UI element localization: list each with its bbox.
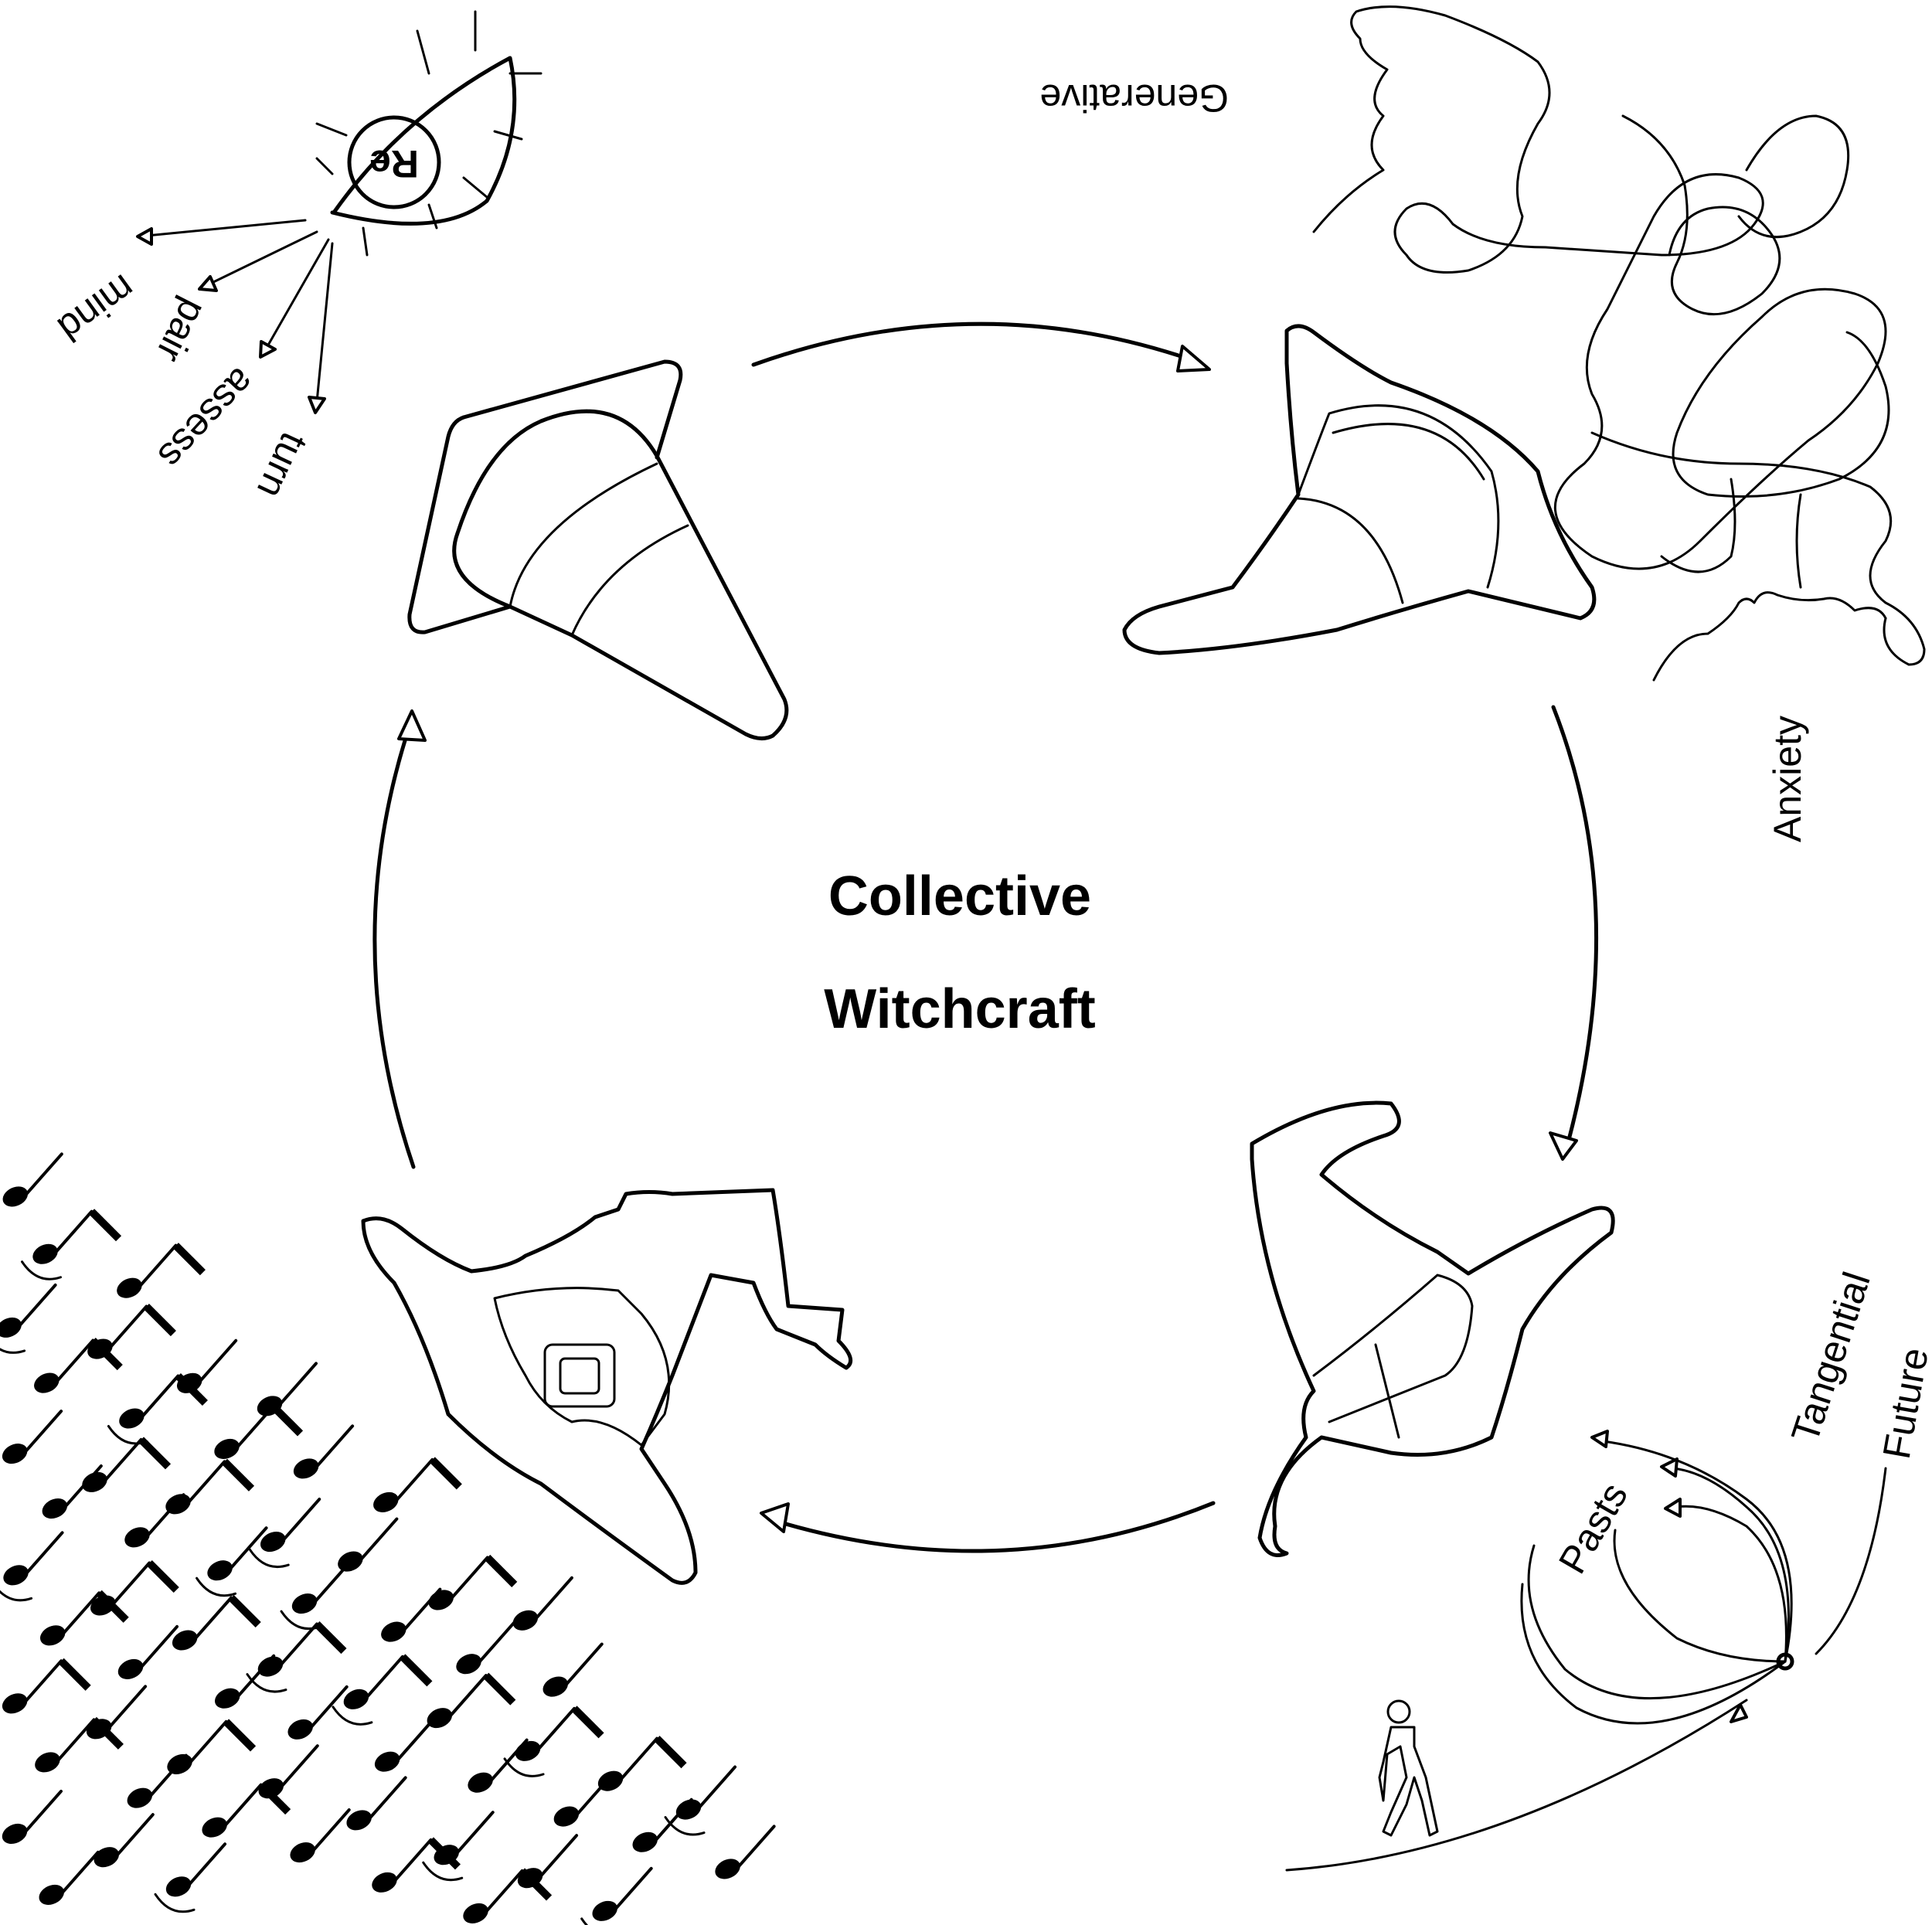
tangential-circles [1285,1430,1887,1872]
music-note-icon [346,1776,407,1831]
music-note-icon [280,1559,353,1631]
music-note-icon [127,1753,188,1808]
label-anxiety: Anxiety [1766,716,1809,842]
music-note-icon [167,1719,257,1774]
music-note-icon [456,1620,517,1675]
music-note-icon [2,1789,63,1844]
label-generative: Generative [1039,77,1229,120]
music-note-icon [39,1590,129,1646]
music-note-icon [82,1437,172,1492]
hat-stripes-top-right [1122,324,1597,655]
cycle-arrows [372,321,1599,1553]
music-note-icon [427,1672,516,1729]
music-note-icon [463,1868,553,1923]
music-note-icon [154,1842,227,1913]
word-assess: assess [150,360,264,478]
music-note-icon [468,1738,529,1793]
music-note-icon [214,1403,304,1459]
center-title-line1: Collective [828,866,1091,927]
music-note-icon [372,1837,461,1893]
music-note-icon [715,1825,776,1879]
arrow-bottom [778,1501,1216,1553]
word-pair: pair [148,292,216,369]
tangle-scribble [1312,5,1926,682]
music-note-icon [512,1576,573,1631]
eye-label: Re [369,142,419,185]
music-note-icon [107,1372,208,1445]
music-note-icon [94,1813,155,1868]
music-note-icon [503,1706,604,1777]
word-mind: mind [50,266,144,350]
music-note-icon [2,1410,63,1464]
label-future: Future [1875,1345,1932,1462]
music-note-icon [293,1424,355,1479]
music-note-icon [580,1866,653,1925]
music-note-icon [42,1464,103,1519]
music-note-icon [664,1765,737,1836]
music-note-icon [90,1559,179,1616]
arrow-right [1551,705,1599,1142]
music-note-icon [428,1554,518,1610]
music-note-icon [2,1658,91,1714]
word-turn: turn [249,426,316,505]
arrow-top [751,321,1192,367]
music-note-icon [374,1717,436,1772]
center-title-line2: Witchcraft [824,978,1095,1040]
music-notes-field [0,1152,776,1925]
hat-cone-top-left [407,359,789,740]
walking-person-icon [1378,1699,1439,1837]
music-note-icon [332,1654,433,1726]
music-note-icon [176,1338,238,1393]
music-note-icon [0,1531,64,1602]
music-note-icon [86,1685,148,1740]
music-note-icon [117,1243,206,1298]
music-note-icon [0,1283,57,1354]
music-note-icon [196,1526,268,1597]
music-note-icon [257,1362,318,1417]
music-note-icon [543,1642,604,1697]
music-note-icon [124,1493,185,1548]
music-note-icon [2,1152,63,1207]
music-note-icon [87,1304,176,1359]
eye-arrows [136,219,334,414]
hat-buckle-bottom-left [361,1188,853,1585]
music-note-icon [117,1624,179,1679]
music-note-icon [35,1716,124,1773]
arrow-left [372,736,416,1169]
music-note-icon [553,1772,614,1827]
music-note-icon [246,1621,347,1693]
music-note-icon [214,1654,276,1709]
hat-stripes-bottom-right [1250,1100,1615,1557]
label-pasts: Pasts [1550,1475,1636,1580]
music-note-icon [290,1808,351,1863]
music-note-icon [172,1594,261,1651]
music-note-icon [21,1209,122,1280]
music-note-icon [632,1797,693,1852]
music-note-icon [373,1457,462,1512]
music-note-icon [39,1850,100,1905]
music-note-icon [34,1338,123,1393]
music-note-icon [287,1685,349,1740]
eye-icon: Re [315,10,543,257]
music-note-icon [202,1782,291,1838]
label-tangential: Tangential [1783,1267,1879,1447]
music-note-icon [248,1498,321,1569]
music-note-icon [597,1736,687,1791]
music-note-icon [165,1458,255,1515]
music-note-icon [517,1834,579,1889]
music-note-icon [381,1587,442,1642]
